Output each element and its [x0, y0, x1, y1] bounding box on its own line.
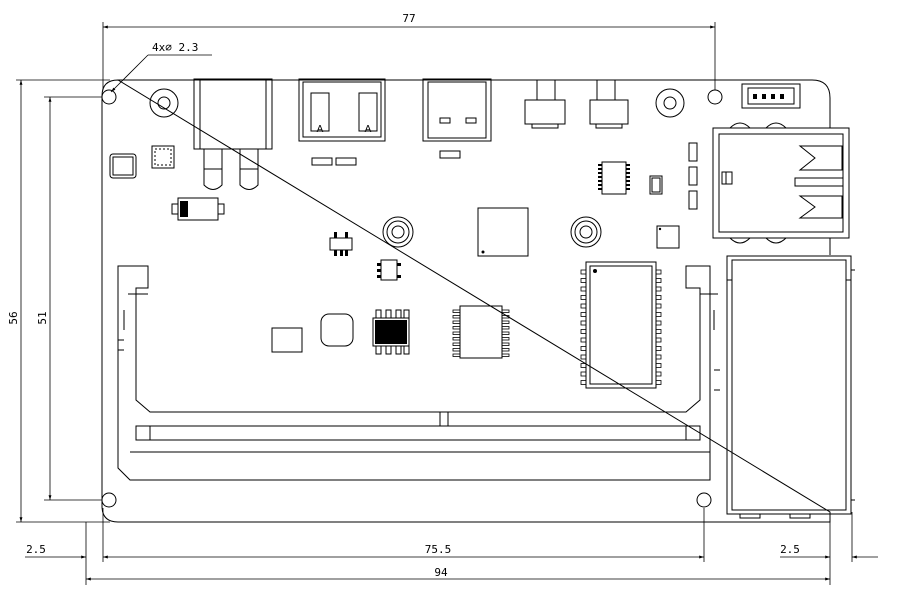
ic-pin: [580, 337, 587, 343]
ic-pin: [655, 363, 662, 368]
resistor-array: [688, 142, 698, 210]
ic-pin: [501, 337, 510, 341]
board-outline: [101, 79, 831, 523]
ic-pin: [501, 315, 510, 319]
ic-pin: [580, 278, 587, 283]
sot23-transistor: [329, 232, 353, 256]
dimension-hole-height: 51: [36, 96, 102, 501]
usb-c-connector: [422, 78, 492, 159]
jst-header: [741, 83, 801, 109]
mounting-hole-bottom-left: [101, 492, 117, 508]
sodimm-socket: [117, 265, 720, 481]
ic-pin: [580, 320, 587, 326]
ic-pin: [452, 337, 461, 341]
hdmi-pin-a-left: A: [317, 124, 324, 135]
ethernet-jack: [726, 255, 855, 519]
dimension-left-offset-label: 2.5: [26, 543, 46, 556]
standoff-left: [149, 88, 179, 118]
ic-pin: [452, 320, 461, 324]
ic-pin: [452, 331, 461, 335]
dimension-top-width-label: 77: [402, 12, 415, 25]
dimension-right-offset-label: 2.5: [780, 543, 800, 556]
ic-pin: [580, 303, 587, 309]
ic-pin: [655, 337, 662, 343]
small-square-chip: [656, 225, 680, 249]
ic-pin: [501, 320, 510, 324]
ic-pin: [580, 371, 587, 377]
power-jack: [193, 78, 273, 190]
ic-pin: [580, 329, 587, 334]
ic-pin: [655, 312, 662, 317]
ic-pin: [452, 326, 461, 330]
hdmi-connector: A A: [298, 78, 386, 166]
ic-pin: [580, 295, 587, 300]
ic-pin: [501, 326, 510, 330]
soic8-chip: [372, 309, 410, 355]
ic-pin: [655, 346, 662, 351]
ic-pin: [655, 269, 662, 275]
ic-pin: [580, 312, 587, 317]
ic-pin: [452, 353, 461, 357]
ic-pin: [655, 286, 662, 292]
dimension-bottom: 2.5 75.5 2.5 94: [25, 508, 878, 585]
dimension-top-width: 77: [102, 12, 716, 90]
ic-pin: [580, 354, 587, 360]
usb-a-connector: [712, 122, 850, 244]
dimension-overall-height-label: 56: [7, 311, 20, 324]
mounting-hole-bottom-right: [696, 492, 712, 508]
tact-switch-2: [589, 79, 629, 129]
ic-pin: [501, 342, 510, 346]
ic-pin: [452, 342, 461, 346]
ic-pin: [655, 295, 662, 300]
ic-pin: [501, 331, 510, 335]
tssop-chip: [452, 305, 510, 359]
mounting-hole-top-left: [101, 89, 117, 105]
diode: [171, 197, 225, 221]
ic-pin: [501, 348, 510, 352]
ic-pin: [501, 353, 510, 357]
ic-pin: [580, 269, 587, 275]
ic-pin: [655, 354, 662, 360]
standoff-center-right: [570, 216, 602, 248]
inductor-round: [320, 313, 354, 347]
ic-pin: [580, 286, 587, 292]
standoff-right: [655, 88, 685, 118]
ic-pin: [452, 315, 461, 319]
hole-callout: 4x∅ 2.3: [110, 41, 212, 93]
sot-ic: [377, 259, 401, 281]
ic-pin: [452, 309, 461, 313]
ic-pin: [655, 278, 662, 283]
ic-pin: [655, 303, 662, 309]
dimension-overall-width-label: 94: [434, 566, 448, 579]
inductor-square: [271, 327, 303, 353]
ic-pin: [655, 329, 662, 334]
ic-pin: [452, 348, 461, 352]
bga-processor: [477, 207, 529, 257]
hdmi-pin-a-right: A: [365, 124, 372, 135]
ic-pin: [655, 320, 662, 326]
tact-switch-1: [524, 79, 566, 129]
standoff-center-left: [382, 216, 414, 248]
ic-pin: [501, 309, 510, 313]
qfn-chip-2: [151, 145, 175, 169]
ic-pin: [655, 380, 662, 385]
soic-chip-right: [598, 161, 630, 195]
dimension-overall-height: 56: [7, 79, 110, 523]
ic-pin: [580, 363, 587, 368]
ic-pin: [655, 371, 662, 377]
ic-pin: [580, 380, 587, 385]
qfn-chip-1: [109, 153, 137, 179]
mounting-hole-top-right: [707, 89, 723, 105]
small-chip-right: [649, 175, 663, 195]
dimension-hole-height-label: 51: [36, 311, 49, 324]
hole-callout-label: 4x∅ 2.3: [152, 41, 198, 54]
dimension-hole-span-label: 75.5: [425, 543, 452, 556]
ic-pin: [580, 346, 587, 351]
emmc-chip: [580, 261, 662, 389]
